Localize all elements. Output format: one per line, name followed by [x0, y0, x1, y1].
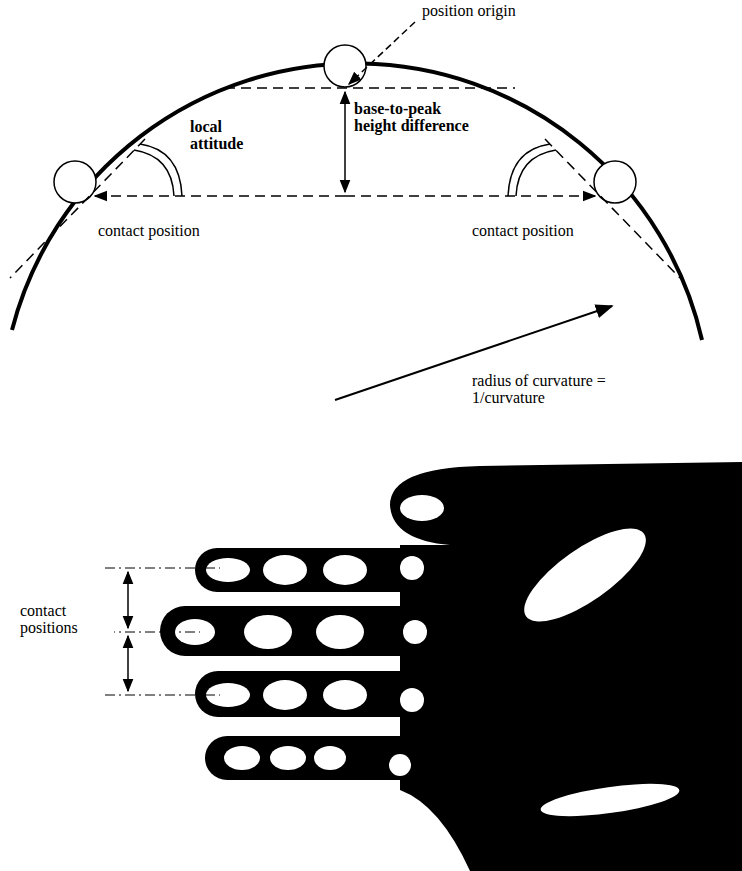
- extension-line: [105, 632, 200, 633]
- contact-area: [400, 688, 424, 712]
- contact-area: [263, 555, 307, 585]
- hand-silhouette: [160, 462, 742, 871]
- contact-area: [244, 615, 292, 649]
- leader-line: [349, 22, 415, 84]
- dimension-line: [95, 195, 345, 197]
- finger: [195, 548, 435, 592]
- fingertip-circle: [594, 161, 636, 203]
- contact-area: [400, 556, 424, 580]
- height-arrow: [344, 92, 346, 192]
- surface-arc: [12, 64, 702, 340]
- contact-label: contact position: [96, 222, 240, 239]
- dimension-line: [345, 195, 595, 197]
- angle-arc: [134, 150, 174, 196]
- tangent-line: [10, 139, 145, 278]
- extension-line: [105, 568, 220, 569]
- fingertips: [54, 45, 636, 203]
- dimension-arrow: [127, 636, 129, 691]
- tangent-line: [225, 87, 515, 89]
- angle-arc: [140, 144, 182, 196]
- finger: [205, 736, 435, 780]
- radius-label: radius of curvature = 1/curvature: [470, 372, 644, 406]
- finger: [160, 606, 435, 656]
- angle-arc: [516, 150, 556, 196]
- contact-area: [263, 680, 307, 710]
- fingertip-circle: [324, 45, 366, 87]
- contact-dimension: [95, 92, 595, 196]
- dimension-arrows: [127, 572, 129, 691]
- height-label: base-to-peak height difference: [352, 100, 476, 134]
- surface: [12, 64, 702, 340]
- extension-lines: [105, 568, 220, 695]
- contact-area: [316, 615, 364, 649]
- contact-areas: [175, 495, 681, 823]
- contact-area: [400, 495, 444, 521]
- contact-area: [389, 754, 411, 776]
- attitude-label: local attitude: [188, 118, 262, 152]
- dimension-arrow: [127, 572, 129, 628]
- origin-label: position origin: [420, 2, 564, 19]
- angle-arc: [508, 144, 550, 196]
- contact-area: [539, 777, 681, 822]
- tangent-line: [545, 139, 680, 278]
- fingertip-circle: [54, 161, 96, 203]
- contact-area: [323, 555, 367, 585]
- contact-area: [403, 620, 427, 644]
- palm: [390, 462, 742, 871]
- contact-label: contact position: [470, 222, 614, 239]
- bracket-label: contact positions: [18, 602, 114, 636]
- contact-area: [224, 746, 260, 770]
- contact-area: [206, 558, 250, 582]
- finger: [195, 671, 435, 717]
- contact-area: [511, 512, 659, 637]
- contact-area: [270, 746, 306, 770]
- extension-line: [105, 695, 220, 696]
- contact-area: [323, 680, 367, 710]
- contact-area: [314, 746, 346, 770]
- tangent-lines: [10, 88, 680, 278]
